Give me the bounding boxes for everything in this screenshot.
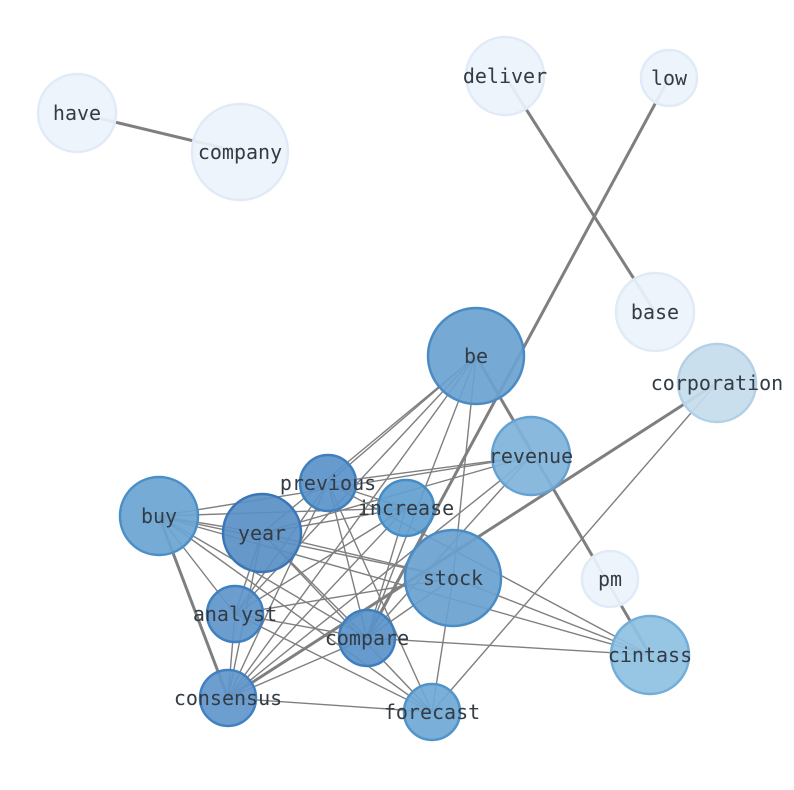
edge-analyst-forecast [234,613,433,713]
node-label-pm: pm [598,567,622,591]
node-deliver [464,35,546,117]
node-label-previous: previous [280,471,376,495]
node-revenue [490,415,572,497]
node-label-low: low [651,66,688,90]
node-corporation [676,342,758,424]
edge-consensus-forecast [227,697,433,713]
edge-buy-stock [158,515,454,579]
node-label-have: have [53,101,101,125]
edge-corporation-forecast [431,382,718,713]
edge-compare-cintass [366,637,651,656]
node-stock [403,528,503,628]
node-label-base: base [631,300,679,324]
edge-revenue-consensus [227,455,532,699]
edge-previous-consensus [227,482,329,699]
node-label-cintass: cintass [608,643,692,667]
edge-increase-consensus [227,507,407,699]
node-year [221,492,303,574]
node-forecast [402,682,462,742]
edge-be-cintass [474,355,652,656]
node-cintass [609,614,691,696]
node-base [614,271,696,353]
node-buy [118,475,200,557]
graph-edges [76,75,718,713]
node-increase [376,478,436,538]
node-be [426,306,526,406]
node-label-consensus: consensus [174,686,282,710]
node-label-year: year [238,521,286,545]
node-label-compare: compare [325,626,409,650]
node-label-increase: increase [358,496,454,520]
node-label-be: be [464,344,488,368]
graph-labels: have company deliver low base be corporation re… [53,64,783,724]
node-compare [337,608,397,668]
edge-deliver-base [503,75,657,313]
node-previous [298,453,358,513]
node-consensus [198,668,258,728]
node-low [639,48,699,108]
edge-previous-forecast [327,482,433,713]
node-label-stock: stock [423,566,483,590]
edge-buy-forecast [158,515,433,713]
graph-nodes [36,35,758,742]
node-pm [580,549,640,609]
node-label-deliver: deliver [463,64,547,88]
node-label-analyst: analyst [193,602,277,626]
node-label-corporation: corporation [651,371,783,395]
node-label-revenue: revenue [489,444,573,468]
node-analyst [205,584,265,644]
node-label-buy: buy [141,504,177,528]
node-label-company: company [198,140,282,164]
node-label-forecast: forecast [384,700,480,724]
node-have [36,72,118,154]
node-company [190,102,290,202]
edge-be-consensus [227,355,477,699]
